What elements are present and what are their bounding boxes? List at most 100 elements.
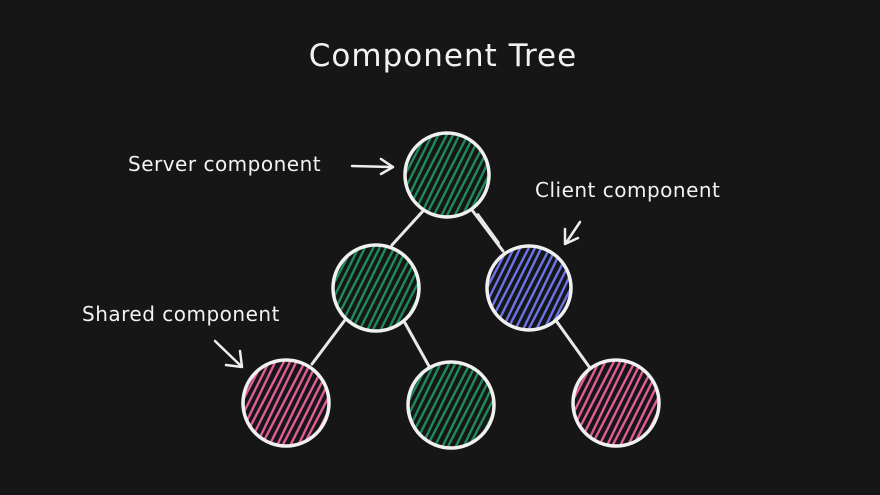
hatch-stroke <box>515 360 558 446</box>
hatch-stroke <box>243 360 265 446</box>
hatch-stroke <box>431 246 473 330</box>
label-server-component: Server component <box>128 152 321 176</box>
hatch-stroke <box>349 133 391 217</box>
hatch-stroke <box>320 133 364 217</box>
hatch-stroke <box>460 133 489 217</box>
hatch-stroke <box>467 362 494 448</box>
hatch-stroke <box>358 362 399 448</box>
hatch-stroke <box>260 360 307 446</box>
hatch-stroke <box>405 133 428 217</box>
hatch-stroke <box>172 360 213 446</box>
hatch-stroke <box>357 245 404 331</box>
hatch-stroke <box>302 360 329 446</box>
label-shared-component: Shared component <box>82 302 280 326</box>
hatch-stroke <box>548 246 571 330</box>
hatch-stroke <box>521 246 565 330</box>
tree-node-left-left <box>172 358 331 448</box>
hatch-stroke <box>573 360 602 446</box>
hatch-stroke <box>513 246 559 330</box>
hatch-stroke <box>418 133 462 217</box>
node-right-child-hatch <box>494 360 659 446</box>
hatch-stroke <box>408 362 409 448</box>
hatch-stroke <box>523 360 564 446</box>
hatch-stroke <box>323 360 329 446</box>
edge-left-leftleft <box>310 318 347 366</box>
hatch-stroke <box>283 245 324 331</box>
hatch-stroke <box>487 246 517 330</box>
hatch-stroke <box>494 360 537 446</box>
hatch-stroke <box>386 245 419 331</box>
hatch-stroke <box>423 246 467 330</box>
hatch-stroke <box>408 362 437 448</box>
hatch-stroke <box>569 246 571 330</box>
hatch-stroke <box>405 133 407 217</box>
hatch-stroke <box>584 360 629 446</box>
hatch-stroke <box>461 362 494 448</box>
hatch-stroke <box>439 133 483 217</box>
hatch-stroke <box>506 246 552 330</box>
hatch-stroke <box>344 245 389 331</box>
hatch-stroke <box>424 133 470 217</box>
hatch-stroke <box>573 360 574 446</box>
arrow-down-left-icon <box>563 220 582 246</box>
arrow-right-icon <box>350 157 395 176</box>
hatch-stroke <box>488 362 494 448</box>
edge-root-left <box>390 209 425 247</box>
hatch-stroke <box>243 360 278 446</box>
hatch-stroke <box>425 362 472 448</box>
hatch-stroke <box>590 360 637 446</box>
hatch-stroke <box>350 245 397 331</box>
hatch-stroke <box>177 360 222 446</box>
node-left-right-hatch <box>329 362 494 448</box>
hatch-stroke <box>653 360 659 446</box>
hatch-stroke <box>410 133 456 217</box>
hatch-stroke <box>432 362 479 448</box>
hatch-stroke <box>452 133 489 217</box>
hatch-stroke <box>193 360 234 446</box>
hatch-stroke <box>405 133 435 217</box>
hatch-stroke <box>573 360 595 446</box>
hatch-stroke <box>296 360 329 446</box>
node-left-outline <box>331 243 421 333</box>
hatch-stroke <box>336 133 376 217</box>
hatch-stroke <box>500 246 544 330</box>
tree-node-root <box>320 131 491 219</box>
tree-node-left-right <box>329 360 496 450</box>
hatch-stroke <box>329 362 372 448</box>
edge-root-right-double <box>477 213 500 244</box>
hatch-stroke <box>337 362 378 448</box>
hatch-stroke <box>492 246 538 330</box>
hatch-stroke <box>392 245 419 331</box>
hatch-stroke <box>466 133 489 217</box>
hatch-stroke <box>431 133 477 217</box>
hatch-stroke <box>185 360 228 446</box>
node-right-child-outline <box>571 358 661 448</box>
hatch-stroke <box>341 133 385 217</box>
tree-node-right <box>418 244 573 332</box>
node-left-left-outline <box>241 358 331 448</box>
edge-left-leftright <box>403 321 432 370</box>
edge-right-rightchild <box>555 320 592 370</box>
hatch-stroke <box>333 245 334 331</box>
hatch-stroke <box>626 360 659 446</box>
hatch-stroke <box>243 360 245 446</box>
hatch-stroke <box>502 360 543 446</box>
hatch-stroke <box>342 362 387 448</box>
hatch-stroke <box>632 360 659 446</box>
node-root-outline <box>403 131 491 219</box>
hatch-stroke <box>487 246 489 330</box>
tree-node-right-child <box>494 358 661 448</box>
arrow-down-right-icon <box>213 339 244 369</box>
hatch-stroke <box>597 360 644 446</box>
hatch-stroke <box>328 133 370 217</box>
hatch-stroke <box>365 245 410 331</box>
hatch-stroke <box>439 246 479 330</box>
node-right-outline <box>485 244 573 332</box>
hatch-stroke <box>275 360 320 446</box>
hatch-stroke <box>418 246 458 330</box>
hatch-stroke <box>267 360 314 446</box>
tree-edges <box>310 208 592 370</box>
hatch-stroke <box>605 360 650 446</box>
hatch-stroke <box>333 245 362 331</box>
